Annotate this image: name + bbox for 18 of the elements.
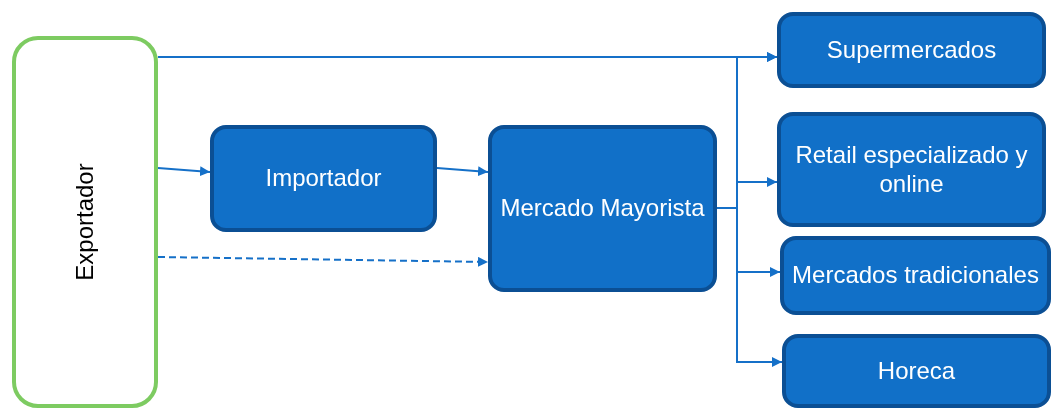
node-label: Exportador: [71, 163, 99, 281]
node-label: Mercado Mayorista: [500, 194, 705, 223]
node-label: Supermercados: [826, 35, 997, 65]
node-label: Retail especializado y online: [794, 140, 1029, 199]
node-label: Mercados tradicionales: [792, 261, 1039, 290]
node-label: Horeca: [877, 356, 956, 386]
process-box: [488, 125, 717, 292]
node-label: Importador: [265, 164, 382, 193]
arrow: [716, 207, 783, 367]
arrow: [436, 166, 489, 177]
arrow: [157, 256, 489, 267]
process-box: [782, 334, 1051, 408]
process-box: [777, 112, 1046, 227]
process-box: [777, 12, 1046, 88]
arrow: [157, 166, 211, 177]
process-box: [780, 236, 1051, 315]
exporter-box: [12, 36, 158, 408]
process-box: [210, 125, 437, 232]
